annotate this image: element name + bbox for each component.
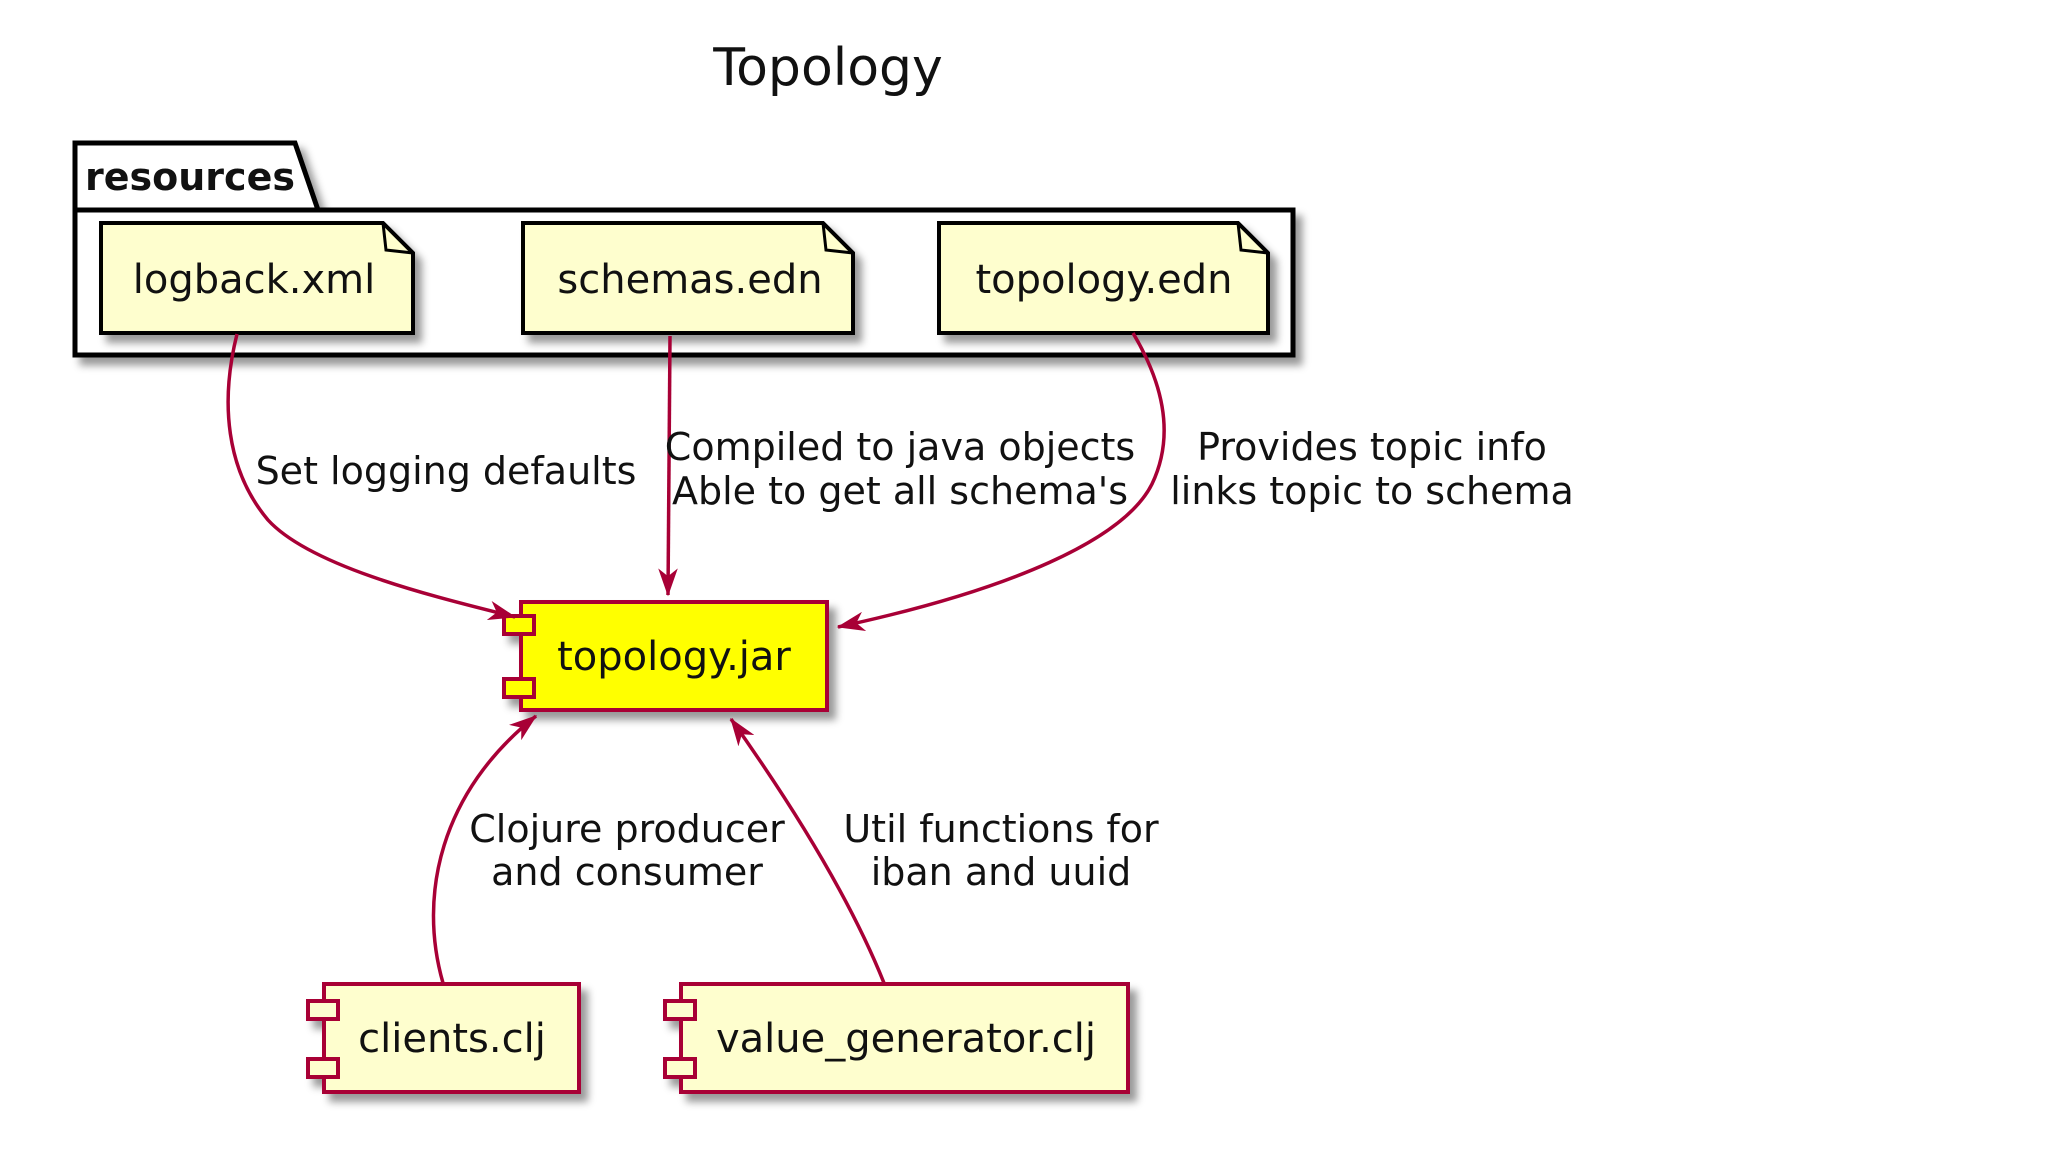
component-port-icon [306,1057,340,1079]
file-shape [937,221,1270,335]
edge-label-set-logging: Set logging defaults [256,449,637,493]
component-port-icon [306,999,340,1021]
file-logback-xml [99,221,415,335]
edge-label-clojure-line2: and consumer [491,850,763,894]
file-schemas-edn [521,221,855,335]
edge-label-compiled-line1: Compiled to java objects [665,425,1135,469]
edge-label-util-line2: iban and uuid [871,850,1132,894]
edge-logback-to-jar [226,333,517,620]
edge-value-generator-to-jar [729,717,886,984]
component-clients-clj [306,982,581,1094]
file-fold-icon [1236,222,1269,255]
component-topology-jar [502,600,829,712]
component-port-icon [663,1057,697,1079]
component-body [322,982,581,1094]
file-logback-xml-label: logback.xml [133,257,376,303]
edge-label-provides-line1: Provides topic info [1197,425,1547,469]
edge-label-clojure-line1: Clojure producer [469,807,785,851]
file-shape [99,221,415,335]
component-port-icon [663,999,697,1021]
edge-topology-edn-to-jar [836,332,1166,631]
edge-clients-to-jar [431,714,538,984]
component-clients-clj-label: clients.clj [358,1016,546,1062]
file-topology-edn-label: topology.edn [975,257,1232,303]
component-port-icon [502,614,536,636]
component-body [519,600,829,712]
component-body [679,982,1130,1094]
component-value-generator-clj-label: value_generator.clj [716,1016,1096,1062]
edge-label-util-line1: Util functions for [843,807,1159,851]
diagram-title: Topology [712,38,943,98]
file-schemas-edn-label: schemas.edn [557,257,822,303]
edge-schemas-to-jar [658,335,678,597]
edge-label-compiled-line2: Able to get all schema's [672,469,1128,513]
file-fold-icon [381,222,414,255]
component-value-generator-clj [663,982,1130,1094]
resources-package-tab [72,140,322,213]
edge-label-provides-line2: links topic to schema [1170,469,1574,513]
resources-package-label: resources [85,155,295,199]
file-topology-edn [937,221,1270,335]
file-shape [521,221,855,335]
file-fold-icon [821,222,854,255]
component-topology-jar-label: topology.jar [557,634,791,680]
component-port-icon [502,677,536,699]
